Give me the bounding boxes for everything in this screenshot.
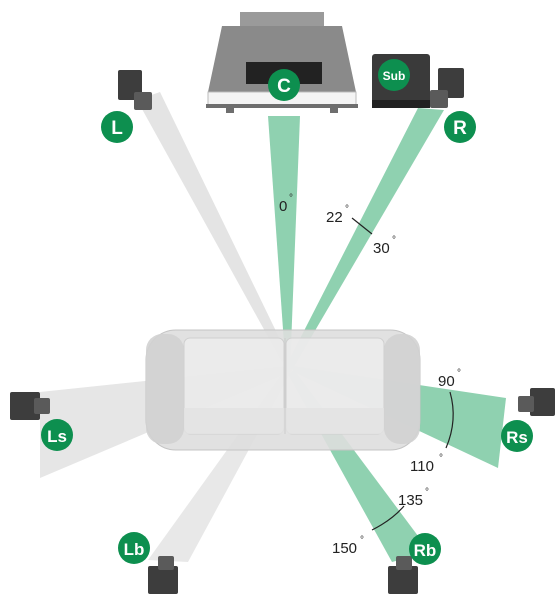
badge-left-back-label: Lb <box>124 540 145 559</box>
badge-left-surround-label: Ls <box>47 427 67 446</box>
speaker-badges: C Sub L R Ls Rs Lb Rb <box>41 59 533 565</box>
tv-speaker-icon <box>206 12 358 113</box>
speaker-left <box>118 70 152 110</box>
angle-center: 0 <box>279 198 287 215</box>
degree-mark: ° <box>360 535 364 546</box>
sofa <box>145 329 421 451</box>
angle-side-max: 110 <box>410 458 434 475</box>
arc-side-right <box>445 391 454 449</box>
badge-right-surround-label: Rs <box>506 428 528 447</box>
arc-back-right <box>371 505 405 531</box>
badge-right-back: Rb <box>409 533 441 565</box>
badge-right-back-label: Rb <box>414 541 437 560</box>
speaker-left-back <box>148 556 178 594</box>
badge-left-surround: Ls <box>41 419 73 451</box>
angle-back-max: 150 <box>332 540 357 557</box>
badge-left-label: L <box>111 118 123 139</box>
speaker-right-surround <box>518 388 555 416</box>
degree-mark: ° <box>439 453 443 464</box>
angle-front-min: 22 <box>326 209 343 226</box>
angle-labels: 0 ° 22 ° 30 ° 90 ° 110 ° 135 ° 150 ° <box>279 193 461 557</box>
arc-front-right <box>351 217 373 235</box>
angle-arcs <box>351 217 454 531</box>
angle-side-min: 90 <box>438 373 455 390</box>
beam-center <box>268 116 300 372</box>
beam-right <box>286 108 444 370</box>
degree-mark: ° <box>345 204 349 215</box>
beam-left <box>137 92 290 362</box>
badge-right-label: R <box>453 118 467 139</box>
degree-mark: ° <box>392 235 396 246</box>
beams <box>40 92 506 562</box>
badge-left: L <box>101 111 133 143</box>
badge-right-surround: Rs <box>501 420 533 452</box>
badge-subwoofer-label: Sub <box>383 69 406 83</box>
badge-right: R <box>444 111 476 143</box>
angle-back-min: 135 <box>398 492 423 509</box>
badge-center-label: C <box>277 76 291 97</box>
badge-subwoofer: Sub <box>378 59 410 91</box>
speaker-right <box>430 68 464 108</box>
angle-front-max: 30 <box>373 240 390 257</box>
degree-mark: ° <box>425 487 429 498</box>
degree-mark: ° <box>457 368 461 379</box>
speaker-right-back <box>388 556 418 594</box>
speaker-left-surround <box>10 392 50 420</box>
degree-mark: ° <box>289 193 293 204</box>
badge-center: C <box>268 69 300 101</box>
badge-left-back: Lb <box>118 532 150 564</box>
